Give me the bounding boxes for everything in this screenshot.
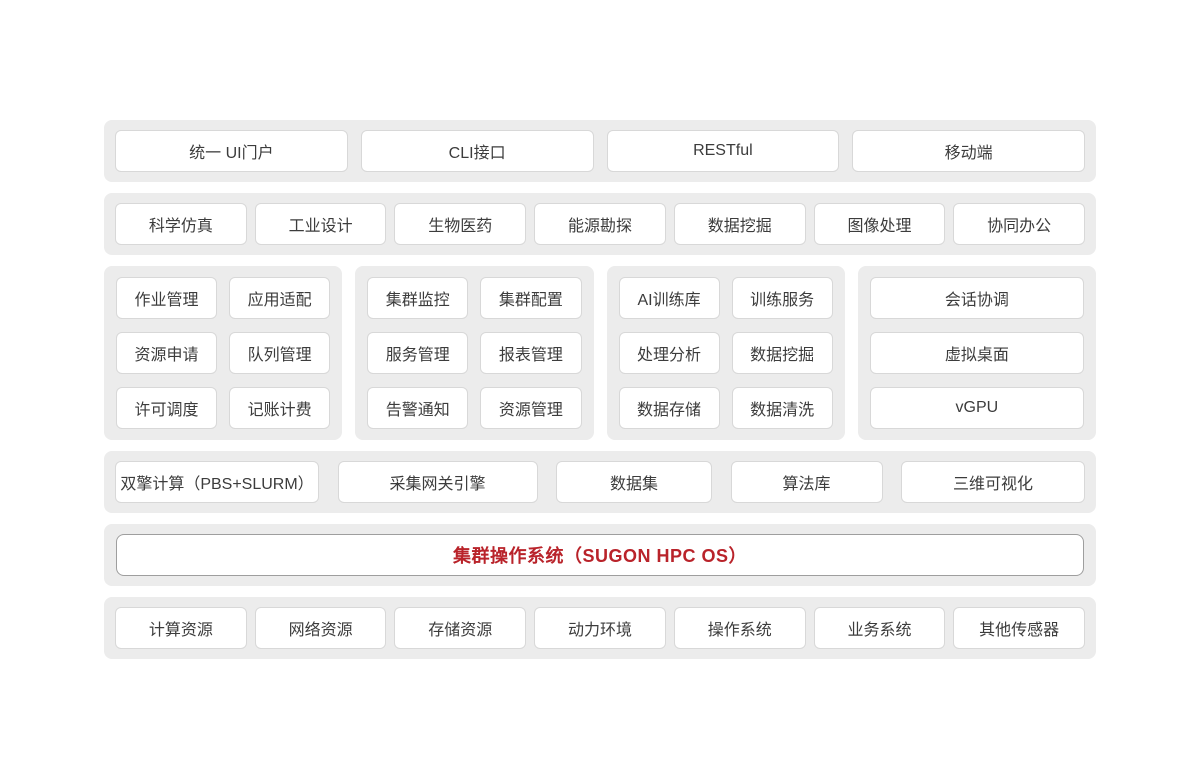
module-item: 数据挖掘 [731, 332, 833, 374]
core-os-title: 集群操作系统（SUGON HPC OS） [116, 534, 1084, 576]
module-item: 虚拟桌面 [869, 332, 1084, 374]
module-item: 作业管理 [116, 277, 218, 319]
application-item: 数据挖掘 [673, 203, 806, 245]
module-item: 告警通知 [367, 387, 469, 429]
access-layer-band: 统一 UI门户 CLI接口 RESTful 移动端 [104, 120, 1096, 182]
modules-layer: 作业管理 应用适配 资源申请 队列管理 许可调度 记账计费 集群监控 集群配置 … [104, 266, 1096, 440]
platform-layer-band: 双擎计算（PBS+SLURM） 采集网关引擎 数据集 算法库 三维可视化 [104, 451, 1096, 513]
resource-item: 网络资源 [254, 607, 387, 649]
module-item: 许可调度 [116, 387, 218, 429]
module-item: 处理分析 [618, 332, 720, 374]
platform-item-dual-engine: 双擎计算（PBS+SLURM） [115, 461, 319, 503]
module-item: 报表管理 [480, 332, 582, 374]
module-item: AI训练库 [618, 277, 720, 319]
resource-item: 操作系统 [673, 607, 806, 649]
access-item-cli: CLI接口 [360, 130, 594, 172]
application-item: 工业设计 [254, 203, 387, 245]
module-item: 训练服务 [731, 277, 833, 319]
resource-item: 业务系统 [813, 607, 946, 649]
access-item-mobile: 移动端 [852, 130, 1085, 172]
application-item: 生物医药 [394, 203, 527, 245]
platform-item-dataset: 数据集 [556, 461, 712, 503]
module-item: 资源管理 [480, 387, 582, 429]
application-item: 科学仿真 [115, 203, 247, 245]
module-group-ai-data: AI训练库 训练服务 处理分析 数据挖掘 数据存储 数据清洗 [606, 266, 845, 440]
applications-layer-band: 科学仿真 工业设计 生物医药 能源勘探 数据挖掘 图像处理 协同办公 [104, 193, 1096, 255]
module-item: 会话协调 [869, 277, 1084, 319]
access-item-restful: RESTful [606, 130, 840, 172]
module-group-job-management: 作业管理 应用适配 资源申请 队列管理 许可调度 记账计费 [104, 266, 343, 440]
platform-item-algorithm: 算法库 [730, 461, 883, 503]
core-os-band: 集群操作系统（SUGON HPC OS） [104, 524, 1096, 586]
resource-item: 其他传感器 [953, 607, 1086, 649]
access-item-ui-portal: 统一 UI门户 [115, 130, 348, 172]
platform-item-visualization: 三维可视化 [901, 461, 1085, 503]
module-item: 数据存储 [618, 387, 720, 429]
module-item: 服务管理 [367, 332, 469, 374]
module-item: 队列管理 [229, 332, 331, 374]
module-item: 数据清洗 [731, 387, 833, 429]
resources-layer-band: 计算资源 网络资源 存储资源 动力环境 操作系统 业务系统 其他传感器 [104, 597, 1096, 659]
architecture-diagram: 统一 UI门户 CLI接口 RESTful 移动端 科学仿真 工业设计 生物医药… [104, 120, 1096, 659]
module-group-cluster-management: 集群监控 集群配置 服务管理 报表管理 告警通知 资源管理 [355, 266, 594, 440]
resource-item: 存储资源 [394, 607, 527, 649]
resource-item: 计算资源 [115, 607, 247, 649]
module-item: 集群监控 [367, 277, 469, 319]
module-item: 应用适配 [229, 277, 331, 319]
module-item: 记账计费 [229, 387, 331, 429]
application-item: 图像处理 [813, 203, 946, 245]
resource-item: 动力环境 [534, 607, 666, 649]
platform-item-gateway: 采集网关引擎 [337, 461, 538, 503]
module-group-session: 会话协调 虚拟桌面 vGPU [857, 266, 1096, 440]
module-item: vGPU [869, 387, 1084, 429]
application-item: 能源勘探 [534, 203, 666, 245]
module-item: 资源申请 [116, 332, 218, 374]
application-item: 协同办公 [953, 203, 1086, 245]
module-item: 集群配置 [480, 277, 582, 319]
